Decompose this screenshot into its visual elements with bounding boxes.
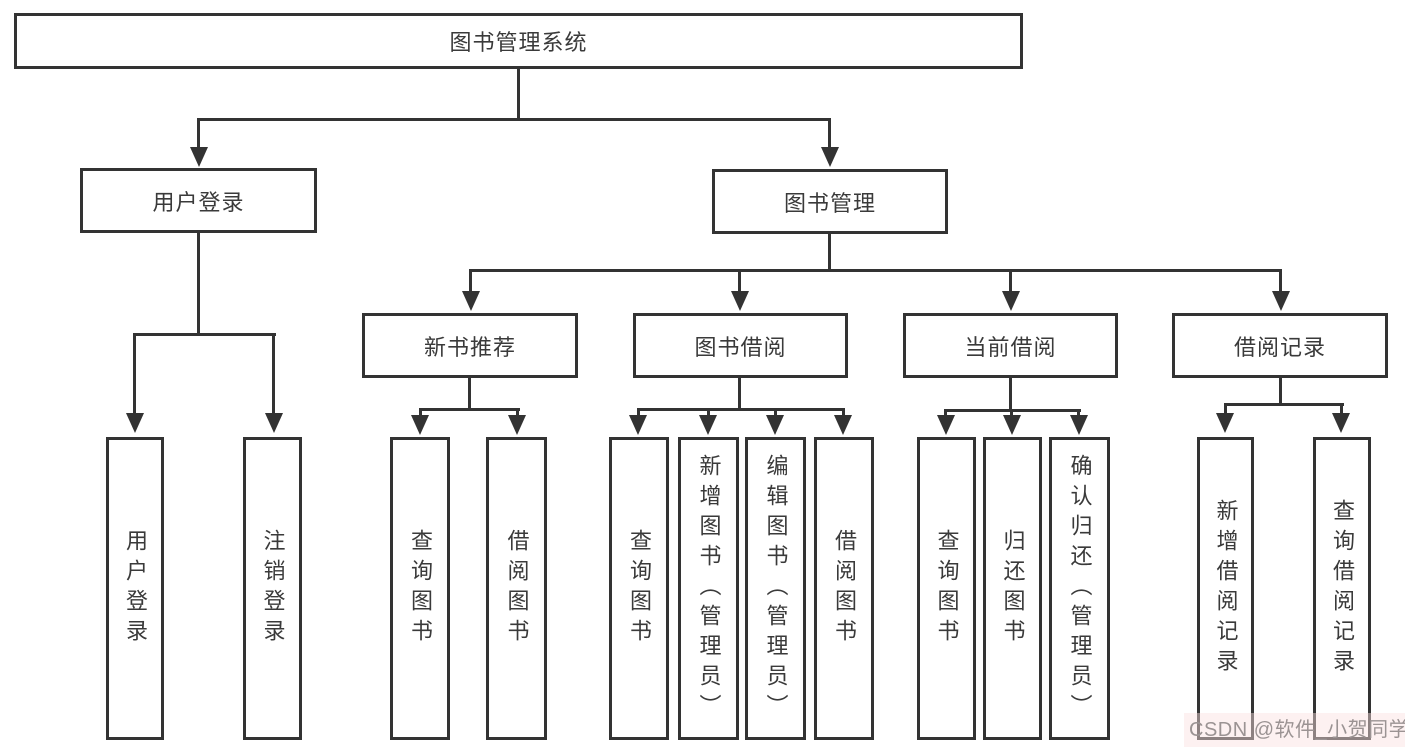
arrow-down-icon [265, 413, 283, 433]
node-new-book-recommend: 新书推荐 [362, 313, 578, 378]
leaf-return-books: 归还图书 [983, 437, 1042, 740]
leaf-borrow-books-borrowing: 借阅图书 [814, 437, 874, 740]
leaf-logout: 注销登录 [243, 437, 302, 740]
connector-current-stem-2 [1010, 412, 1013, 417]
connector-borrowing-stem-2 [707, 411, 710, 417]
connector-borrowing-hline [637, 408, 845, 411]
connector-current-stem-3 [1077, 412, 1080, 417]
watermark-background [1184, 713, 1405, 747]
connector-root-stem-left [197, 121, 200, 149]
leaf-confirm-return-admin: 确认归还（管理员） [1049, 437, 1110, 740]
leaf-query-books-current: 查询图书 [917, 437, 976, 740]
connector-recommend-vline [468, 378, 471, 411]
connector-recommend-stem-2 [516, 411, 519, 417]
connector-bookmgmt-stem-2 [738, 272, 741, 293]
arrow-down-icon [462, 291, 480, 311]
connector-borrowing-stem-1 [637, 411, 640, 417]
connector-borrowing-vline [738, 378, 741, 411]
connector-current-hline [944, 409, 1081, 412]
connector-records-hline [1224, 403, 1344, 406]
connector-records-stem-2 [1340, 406, 1343, 415]
connector-bookmgmt-stem-1 [469, 272, 472, 293]
connector-borrowing-stem-3 [774, 411, 777, 417]
leaf-borrow-books-recommend: 借阅图书 [486, 437, 547, 740]
arrow-down-icon [411, 415, 429, 435]
connector-userlogin-stem-1 [133, 336, 136, 415]
arrow-down-icon [699, 415, 717, 435]
leaf-add-borrow-record: 新增借阅记录 [1197, 437, 1254, 740]
connector-bookmgmt-vline [828, 234, 831, 272]
connector-userlogin-stem-2 [272, 336, 275, 415]
connector-borrowing-stem-4 [842, 411, 845, 417]
connector-bookmgmt-hline [469, 269, 1282, 272]
node-borrow-records-label: 借阅记录 [1233, 334, 1326, 360]
connector-root-vline [517, 69, 520, 121]
connector-bookmgmt-stem-4 [1279, 272, 1282, 293]
arrow-down-icon [190, 147, 208, 167]
arrow-down-icon [1272, 291, 1290, 311]
node-book-borrowing: 图书借阅 [633, 313, 848, 378]
leaf-user-login: 用户登录 [106, 437, 164, 740]
arrow-down-icon [821, 147, 839, 167]
connector-recommend-stem-1 [419, 411, 422, 417]
node-user-login-label: 用户登录 [152, 189, 245, 215]
node-current-borrowing: 当前借阅 [903, 313, 1118, 378]
node-book-management-label: 图书管理 [783, 190, 876, 216]
arrow-down-icon [629, 415, 647, 435]
watermark-text: CSDN @软件_小贺同学 [1189, 719, 1405, 741]
node-new-book-recommend-label: 新书推荐 [423, 334, 516, 360]
node-library-system: 图书管理系统 [14, 13, 1023, 69]
arrow-down-icon [1332, 413, 1350, 433]
leaf-query-books-borrowing: 查询图书 [609, 437, 669, 740]
connector-current-stem-1 [944, 412, 947, 417]
connector-current-vline [1009, 378, 1012, 412]
connector-root-stem-right [828, 121, 831, 149]
leaf-add-book-admin: 新增图书（管理员） [678, 437, 739, 740]
connector-bookmgmt-stem-3 [1009, 272, 1012, 293]
node-library-system-label: 图书管理系统 [449, 30, 588, 55]
connector-records-vline [1279, 378, 1282, 406]
connector-records-stem-1 [1224, 406, 1227, 415]
node-book-borrowing-label: 图书借阅 [694, 334, 787, 360]
node-borrow-records: 借阅记录 [1172, 313, 1388, 378]
connector-root-hline [197, 118, 831, 121]
arrow-down-icon [508, 415, 526, 435]
arrow-down-icon [834, 415, 852, 435]
leaf-edit-book-admin: 编辑图书（管理员） [745, 437, 806, 740]
leaf-query-borrow-record: 查询借阅记录 [1313, 437, 1371, 740]
connector-recommend-hline [419, 408, 520, 411]
arrow-down-icon [937, 415, 955, 435]
connector-userlogin-hline [133, 333, 276, 336]
connector-userlogin-vline [197, 233, 200, 336]
arrow-down-icon [1216, 413, 1234, 433]
arrow-down-icon [1002, 291, 1020, 311]
node-user-login: 用户登录 [80, 168, 317, 233]
node-book-management: 图书管理 [712, 169, 948, 234]
arrow-down-icon [126, 413, 144, 433]
node-current-borrowing-label: 当前借阅 [964, 334, 1057, 360]
arrow-down-icon [1070, 415, 1088, 435]
leaf-query-books-recommend: 查询图书 [390, 437, 450, 740]
arrow-down-icon [731, 291, 749, 311]
arrow-down-icon [766, 415, 784, 435]
arrow-down-icon [1003, 415, 1021, 435]
